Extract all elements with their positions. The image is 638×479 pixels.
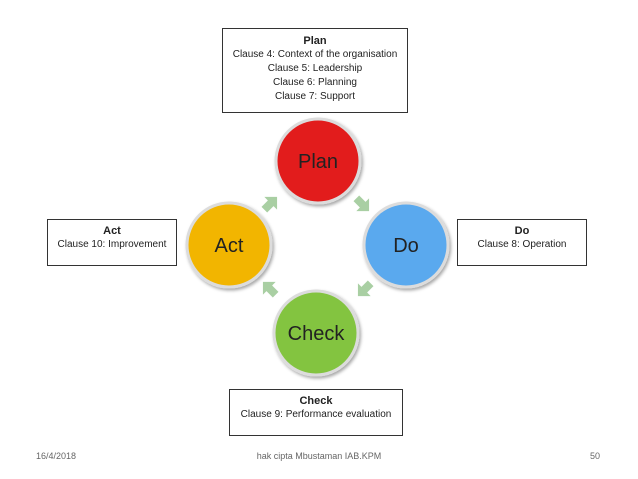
plan-box-heading: Plan <box>303 35 327 47</box>
do-clause-box: Do Clause 8: Operation <box>457 219 587 266</box>
arrow-plan-to-do <box>353 195 370 212</box>
plan-box-line: Clause 7: Support <box>274 91 356 102</box>
plan-box-line: Clause 6: Planning <box>273 77 357 88</box>
do-circle <box>362 201 450 289</box>
arrow-act-to-plan <box>261 196 278 213</box>
do-box-line: Clause 8: Operation <box>477 239 567 250</box>
check-box-heading: Check <box>299 395 333 407</box>
plan-circle-label: Plan <box>298 151 338 173</box>
check-box-line: Clause 9: Performance evaluation <box>240 409 392 420</box>
act-box-heading: Act <box>103 225 121 237</box>
check-clause-box: Check Clause 9: Performance evaluation <box>229 389 403 436</box>
plan-box-line: Clause 4: Context of the organisation <box>232 49 398 60</box>
arrow-do-to-check <box>357 280 374 297</box>
do-circle-label: Do <box>393 235 419 257</box>
cycle-arrows <box>261 195 374 298</box>
act-circle-label: Act <box>215 235 244 257</box>
plan-circle <box>274 117 362 205</box>
check-circle-label: Check <box>288 323 346 345</box>
check-circle <box>272 289 360 377</box>
plan-clause-box: Plan Clause 4: Context of the organisati… <box>222 28 408 113</box>
act-circle <box>185 201 273 289</box>
footer-date: 16/4/2018 <box>36 451 77 461</box>
plan-box-line: Clause 5: Leadership <box>267 63 363 74</box>
footer-credit: hak cipta Mbustaman IAB.KPM <box>256 451 382 461</box>
act-box-line: Clause 10: Improvement <box>57 239 167 250</box>
act-clause-box: Act Clause 10: Improvement <box>47 219 177 266</box>
arrow-check-to-act <box>262 281 279 298</box>
do-box-heading: Do <box>514 225 530 237</box>
footer-page-number: 50 <box>589 451 600 461</box>
